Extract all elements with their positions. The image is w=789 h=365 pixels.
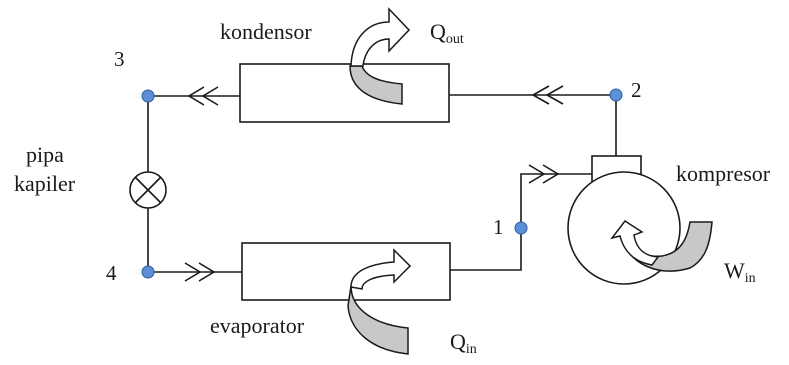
work-in-label-sub: in [745,271,756,286]
condenser-label: kondensor [220,19,312,44]
heat-in-label-sub: in [466,342,477,357]
piping [147,94,617,273]
heat-out-label-sub: out [446,32,464,47]
flow-chevron-evaporator-inlet [184,262,216,282]
point-3-label: 3 [114,47,125,71]
work-in-arrow-icon [610,219,713,272]
pipe-point1-to-compressor [520,173,592,228]
capillary-label-line1: pipa [26,142,64,167]
heat-out-label: Qout [430,19,464,47]
condenser-box [239,63,450,123]
pipe-evaporator-to-point1 [450,228,522,271]
flow-chevron-condenser-outlet [187,86,219,106]
state-point-2 [609,88,623,102]
state-point-3 [141,89,155,103]
heat-in-label-main: Q [450,329,466,354]
flow-chevron-compressor-inlet [528,164,560,184]
state-point-1 [514,221,528,235]
point-2-label: 2 [631,78,642,102]
capillary-label-line2: kapiler [14,171,76,196]
evaporator-box [241,242,451,301]
heat-out-arrow-icon [349,7,411,105]
flow-chevrons [184,85,564,282]
state-points [141,88,623,279]
evaporator-label: evaporator [210,313,305,338]
compressor-label: kompresor [676,161,771,186]
work-in-label: Win [724,258,756,286]
work-in-label-main: W [724,258,745,283]
flow-chevron-compressor-outlet [531,85,564,105]
point-1-label: 1 [493,215,504,239]
heat-out-label-main: Q [430,19,446,44]
state-point-4 [141,265,155,279]
capillary-valve-icon [129,171,167,209]
heat-in-arrow-icon [347,248,412,355]
heat-in-label: Qin [450,329,477,357]
point-4-label: 4 [106,261,117,285]
